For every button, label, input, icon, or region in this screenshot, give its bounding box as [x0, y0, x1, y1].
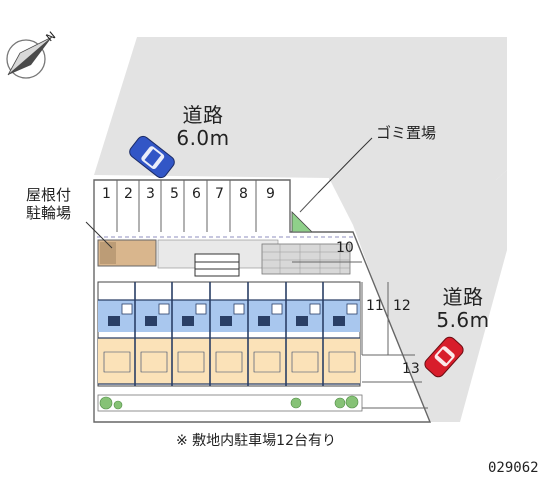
garbage-area [291, 211, 313, 233]
parking-number: 13 [402, 361, 420, 377]
parking-number: 11 [366, 298, 384, 314]
bike-label-line2: 駐輪場 [26, 204, 72, 222]
parking-number: 5 [170, 186, 179, 202]
parking-number: 2 [124, 186, 133, 202]
north-parking-row [94, 179, 290, 232]
east-road [329, 170, 507, 422]
east-road-name: 道路 [442, 285, 484, 309]
parking-number: 9 [266, 186, 275, 202]
apartment-building [97, 281, 361, 387]
north-road [94, 37, 507, 180]
east-road-width: 5.6m [436, 308, 490, 332]
bike-label-line1: 屋根付 [26, 186, 72, 204]
hedge [97, 394, 363, 412]
parking-number: 12 [393, 298, 411, 314]
parking-number: 6 [192, 186, 201, 202]
car-east [424, 336, 464, 378]
parking-number: 8 [239, 186, 248, 202]
north-arrow-icon: N [6, 29, 58, 79]
garbage-label: ゴミ置場 [376, 124, 437, 142]
parking-number: 3 [146, 186, 155, 202]
parking-number: 1 [102, 186, 111, 202]
car-north [129, 135, 175, 179]
parking-number: 10 [336, 240, 354, 256]
parking-note: ※ 敷地内駐車場12台有り [176, 433, 336, 449]
property-code: 029062 [488, 460, 539, 476]
east-parking-row [292, 231, 428, 409]
north-road-label: 道路 6.0m [168, 104, 238, 150]
north-road-width: 6.0m [176, 126, 230, 150]
east-road-label: 道路 5.6m [428, 286, 498, 332]
bike-parking-label: 屋根付 駐輪場 [26, 186, 71, 222]
parking-number: 7 [215, 186, 224, 202]
north-road-name: 道路 [182, 103, 224, 127]
